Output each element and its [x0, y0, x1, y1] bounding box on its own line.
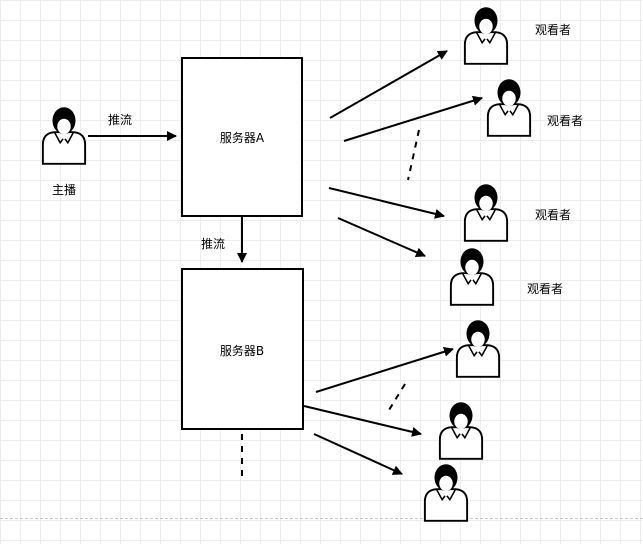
push-stream-label-2: 推流 [201, 237, 225, 251]
anchor-label: 主播 [52, 183, 76, 197]
arrow-a-to-viewer-1 [329, 50, 448, 119]
server-b-box [181, 268, 304, 430]
viewer-3-person-icon [463, 183, 509, 242]
server-a-ellipsis-dash [407, 129, 420, 181]
viewer-3-label: 观看者 [535, 208, 571, 222]
arrow-a-to-viewer-3 [328, 187, 445, 219]
viewer-2-person-icon [486, 78, 532, 137]
arrow-a-to-viewer-2 [343, 95, 483, 142]
push-stream-label-1: 推流 [108, 113, 132, 127]
viewer-1-person-icon [463, 6, 509, 65]
viewer-4-label: 观看者 [527, 282, 563, 296]
viewer-4-person-icon [449, 247, 495, 306]
viewer-6-person-icon [438, 401, 484, 460]
arrow-b-to-viewer-5 [315, 346, 454, 393]
anchor-person-icon [41, 106, 87, 165]
server-a-label: 服务器A [220, 130, 265, 145]
viewer-2-label: 观看者 [547, 114, 583, 128]
viewer-1-label: 观看者 [535, 23, 571, 37]
server-b-label: 服务器B [220, 343, 264, 358]
arrow-b-to-viewer-6 [303, 405, 422, 437]
arrow-b-to-viewer-7 [313, 433, 403, 475]
server-b-fan-ellipsis-dash [388, 383, 406, 411]
viewer-7-person-icon [423, 463, 469, 522]
page-break-line [0, 518, 643, 519]
arrow-a-to-viewer-4 [337, 217, 426, 257]
viewer-5-person-icon [455, 319, 501, 378]
